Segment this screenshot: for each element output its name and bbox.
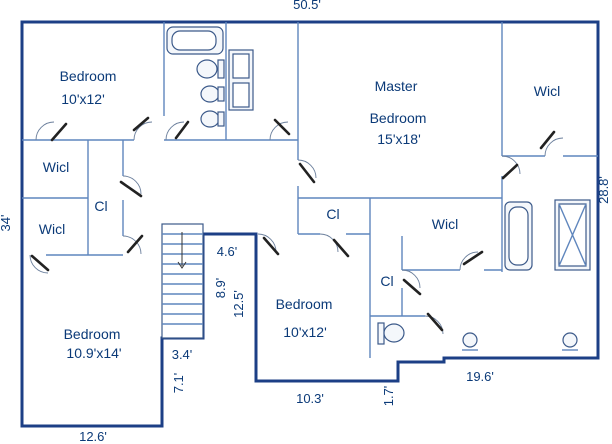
toilet <box>200 85 220 103</box>
dim-top: 50.5' <box>293 0 321 12</box>
room-size-bedroom-center: 10'x12' <box>283 324 327 340</box>
room-name-bedroom-sw: Bedroom <box>64 326 121 342</box>
dim-bottom-right: 19.6' <box>466 369 494 384</box>
dim-bedroom-bottom: 10.3' <box>296 391 324 406</box>
toilet-tank <box>377 322 385 345</box>
toilet <box>196 59 218 79</box>
dim-right: 28.8' <box>596 176 611 204</box>
sink <box>462 332 478 348</box>
room-name-cl-small: Cl <box>380 273 393 289</box>
room-name-wicl-left-upper: Wicl <box>43 159 69 175</box>
room-name-cl-left: Cl <box>94 198 107 214</box>
room-name-wicl-left-lower: Wicl <box>39 221 65 237</box>
dim-left: 34' <box>0 215 13 232</box>
dim-step-width: 3.4' <box>172 347 193 362</box>
room-name-cl-center: Cl <box>326 206 339 222</box>
dim-bottom-left: 12.6' <box>79 429 107 444</box>
upper-bathroom-fixtures <box>166 26 254 128</box>
room-name-wicl-center: Wicl <box>432 216 458 232</box>
room-size-master: 15'x18' <box>377 131 421 147</box>
room-name-bedroom-center: Bedroom <box>276 296 333 312</box>
doors <box>29 116 564 335</box>
room-size-bedroom-nw: 10'x12' <box>61 91 105 107</box>
room-name-bedroom-nw: Bedroom <box>60 68 117 84</box>
dim-notch-depth-long: 12.5' <box>231 290 246 318</box>
interior-walls <box>22 22 598 358</box>
room-size-bedroom-sw: 10.9'x14' <box>66 345 121 361</box>
room-name-master: Master <box>375 78 418 94</box>
room-name-wicl-master: Wicl <box>534 83 560 99</box>
dim-step2-depth: 1.7' <box>381 386 396 407</box>
toilet <box>200 110 220 128</box>
sink <box>562 332 578 348</box>
exterior-wall <box>20 20 600 428</box>
dim-notch-depth: 8.9' <box>213 278 228 299</box>
master-bathroom-fixtures <box>377 199 591 351</box>
staircase <box>161 223 204 339</box>
toilet-tank <box>217 59 225 79</box>
dim-step-depth: 7.1' <box>171 373 186 394</box>
dim-notch-width: 4.6' <box>217 244 238 259</box>
toilet <box>383 323 405 343</box>
room-name2-master: Bedroom <box>370 110 427 126</box>
